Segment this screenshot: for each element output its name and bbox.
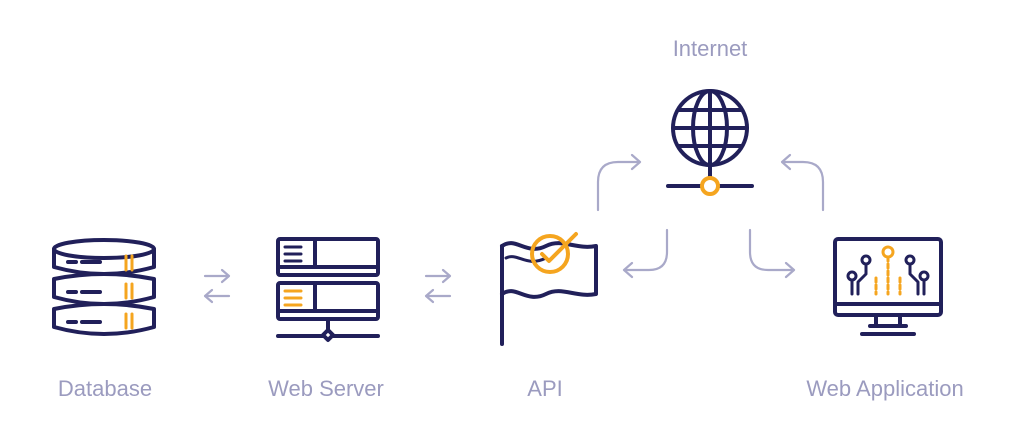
web-server-label: Web Server — [268, 376, 384, 401]
server-api-exchange-arrows — [424, 268, 452, 304]
database-icon — [52, 238, 156, 336]
webapp-to-internet-arrow — [780, 153, 825, 212]
db-server-exchange-arrows — [203, 268, 231, 304]
globe-network-icon — [666, 89, 754, 196]
api-label: API — [527, 376, 563, 401]
flag-check-icon — [500, 232, 598, 346]
server-icon — [276, 237, 380, 342]
web-application-label: Web Application — [806, 376, 964, 401]
internet-to-webapp-arrow — [748, 228, 796, 279]
internet-to-api-arrow — [622, 228, 669, 279]
monitor-circuit-icon — [833, 237, 943, 336]
internet-label: Internet — [672, 36, 748, 61]
database-label: Database — [57, 376, 153, 401]
api-to-internet-arrow — [596, 153, 642, 212]
